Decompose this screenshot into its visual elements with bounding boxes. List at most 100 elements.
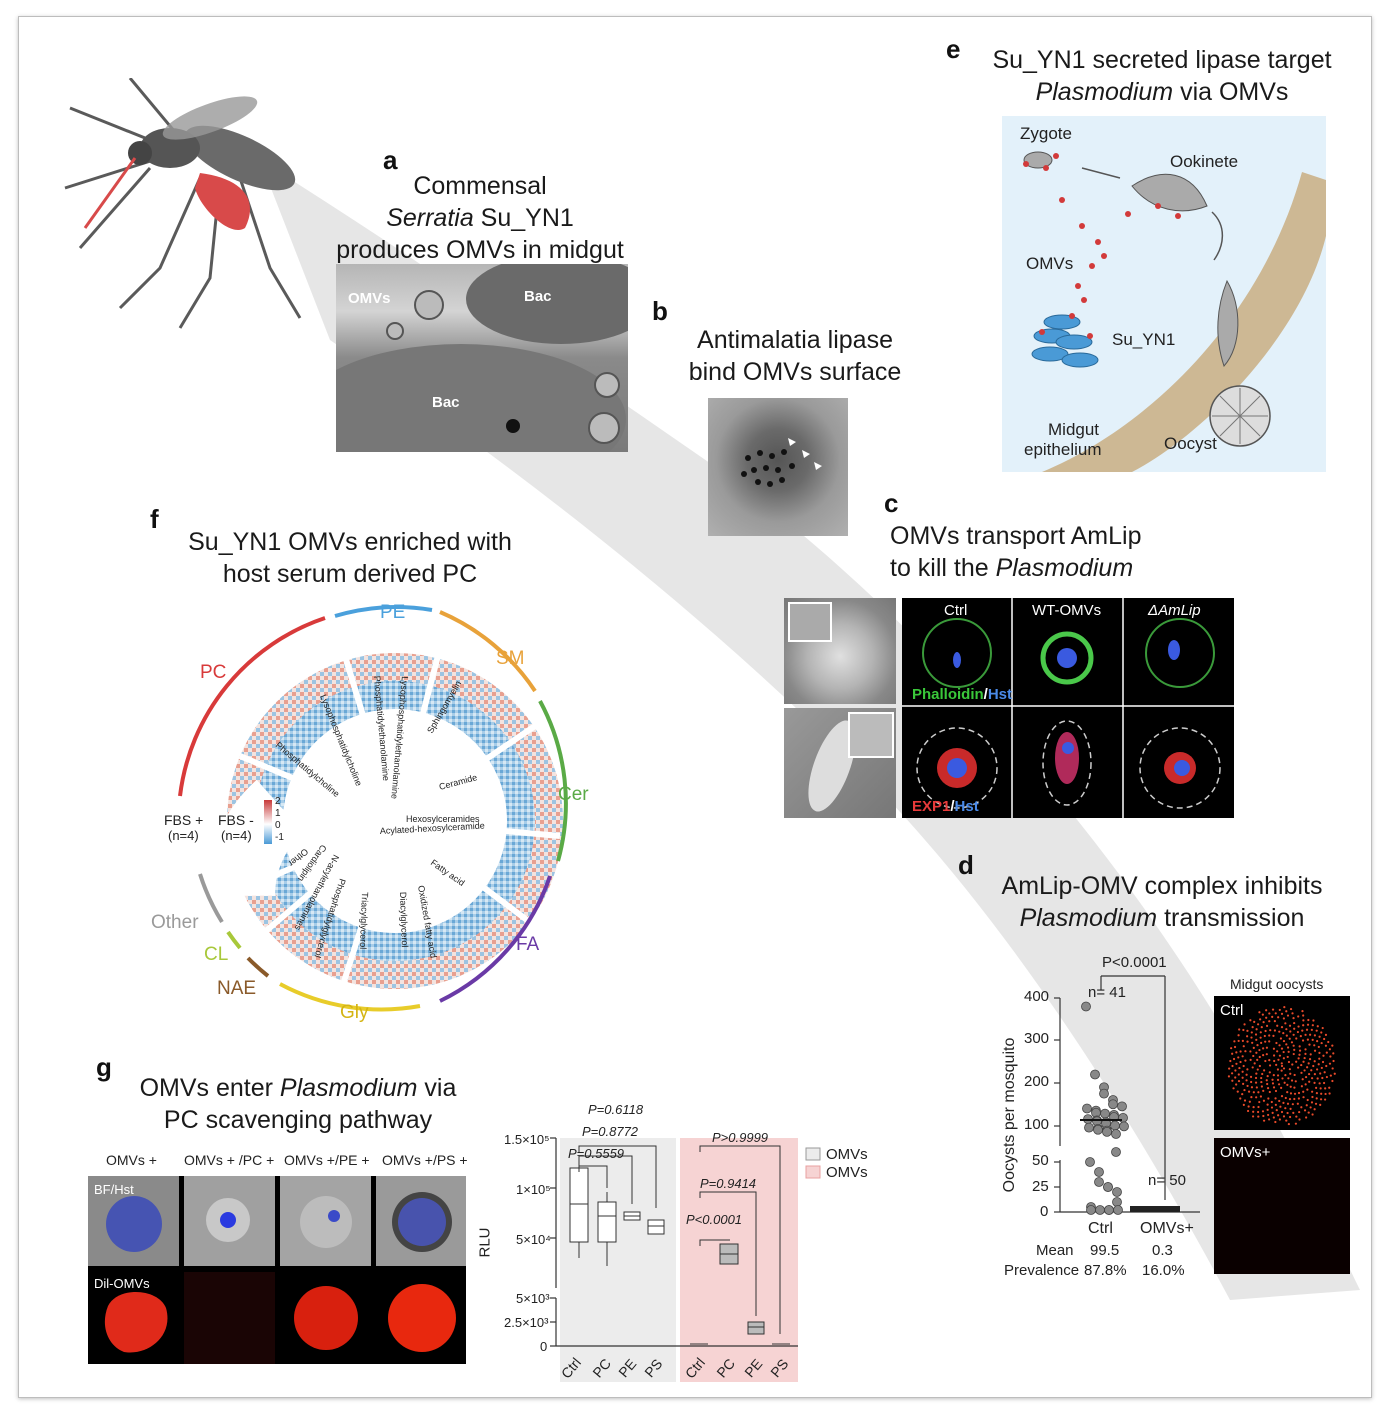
oocyst-speck (1298, 1118, 1301, 1121)
oocyst-speck (1267, 1097, 1270, 1100)
oocyst-speck (1293, 1073, 1296, 1077)
g-col-omvs-pe: OMVs +/PE + (284, 1152, 370, 1168)
ctrl-dot (1081, 1001, 1091, 1012)
oocyst-speck (1265, 1046, 1269, 1049)
class-label-cer: Cer (558, 784, 589, 805)
oocyst-speck (1285, 1010, 1288, 1013)
oocyst-speck (1252, 1046, 1255, 1050)
oocyst-speck (1263, 1069, 1266, 1072)
panel-g-title-pre: OMVs enter (139, 1074, 280, 1102)
oocyst-speck (1238, 1066, 1241, 1070)
oocyst-speck (1259, 1036, 1262, 1039)
label-omvs-e: OMVs (1026, 254, 1074, 273)
oocyst-speck (1290, 1079, 1294, 1082)
ctrl-dot (1095, 1205, 1105, 1215)
panel-b-title-line2: bind OMVs surface (688, 358, 902, 386)
oocyst-speck (1246, 1029, 1249, 1032)
oocyst-speck (1289, 1030, 1292, 1033)
oocyst-speck (1278, 1030, 1281, 1033)
oocyst-speck (1268, 1118, 1271, 1121)
oocyst-speck (1295, 1060, 1298, 1063)
oocyst-speck (1318, 1057, 1321, 1060)
oocyst-speck (1269, 1029, 1272, 1032)
g-legend-pink: OMVs (826, 1164, 868, 1181)
panel-a-title-line2: Serratia Su_YN1 (320, 202, 640, 234)
oocyst-speck (1305, 1028, 1309, 1031)
oocyst-speck (1278, 1008, 1281, 1012)
oocyst-speck (1274, 1089, 1278, 1093)
stain-sep-2: / (950, 798, 955, 815)
oocyst-speck (1280, 1069, 1283, 1072)
fluorescence-cells (902, 598, 1234, 818)
oocyst-speck (1262, 1053, 1265, 1057)
oocyst-speck (1312, 1019, 1315, 1022)
oocyst-speck (1260, 1085, 1263, 1088)
oocyst-speck (1262, 1119, 1266, 1122)
g-p-0.8772: P=0.8772 (582, 1124, 639, 1139)
label-oocyst: Oocyst (1164, 434, 1217, 453)
oocyst-speck (1242, 1045, 1245, 1048)
sem-image-1 (784, 598, 896, 704)
label-suyn1: Su_YN1 (1112, 330, 1176, 349)
oocyst-speck (1321, 1060, 1325, 1064)
legend-n-plus: (n=4) (168, 828, 199, 843)
panel-c-title-italic: Plasmodium (995, 554, 1134, 582)
oocyst-speck (1303, 1056, 1306, 1060)
oocyst-speck (1268, 1059, 1271, 1062)
ctrl-dot (1086, 1205, 1096, 1215)
oocyst-speck (1288, 1097, 1292, 1101)
oocyst-speck (1280, 1026, 1284, 1029)
oocyst-speck (1276, 1074, 1280, 1077)
legend-fbs-plus: FBS + (164, 812, 204, 828)
oocyst-speck (1288, 1115, 1292, 1119)
d-prevalence-label: Prevalence (1004, 1262, 1080, 1279)
oocyst-speck (1256, 1044, 1259, 1047)
d-ytick-25: 25 (1032, 1178, 1049, 1195)
g-ylabel: RLU (476, 1227, 494, 1258)
oocyst-speck (1265, 1016, 1268, 1019)
oocyst-speck (1234, 1069, 1237, 1072)
oocyst-speck (1286, 1091, 1289, 1094)
stain-exp1: EXP1 (912, 798, 951, 815)
oocyst-speck (1273, 1059, 1276, 1063)
omv-vesicle-4 (588, 412, 620, 444)
oocyst-speck (1253, 1020, 1256, 1023)
g-row-bf-hst: BF/Hst (94, 1182, 134, 1197)
oocyst-speck (1241, 1070, 1244, 1073)
oocyst-speck (1312, 1064, 1315, 1068)
oocyst-speck (1260, 1080, 1263, 1084)
oocyst-speck (1292, 1017, 1295, 1020)
oocyst-speck (1268, 1020, 1271, 1023)
oocyst-speck (1295, 1037, 1298, 1040)
oocyst-speck (1308, 1057, 1312, 1061)
oocyst-speck (1329, 1055, 1332, 1058)
g-col-omvs: OMVs + (106, 1152, 157, 1168)
oocyst-speck (1285, 1028, 1288, 1031)
oocyst-speck (1248, 1100, 1251, 1103)
oocyst-speck (1331, 1067, 1334, 1070)
oocyst-speck (1275, 1041, 1278, 1045)
oocyst-speck (1276, 1050, 1279, 1053)
oocyst-speck (1297, 1015, 1300, 1018)
oocyst-speck (1323, 1071, 1326, 1074)
oocyst-speck (1324, 1044, 1328, 1047)
label-midgut: Midgut (1048, 420, 1100, 439)
oocyst-speck (1317, 1045, 1320, 1049)
oocyst-speck (1265, 1024, 1269, 1028)
oocyst-speck (1283, 1006, 1286, 1009)
oocyst-speck (1290, 1041, 1294, 1044)
midgut-omv-image: OMVs+ (1214, 1138, 1350, 1274)
class-label-nae: NAE (217, 978, 257, 999)
ctrl-dot (1082, 1103, 1092, 1114)
oocyst-speck (1278, 1054, 1282, 1057)
oocyst-speck (1256, 1068, 1259, 1071)
circos-heatmap: Phosphatidylcholine Lysophosphatidylchol… (178, 605, 568, 1012)
oocyst-speck (1261, 1013, 1264, 1016)
omv-vesicle-3 (594, 372, 620, 398)
oocyst-speck (1319, 1087, 1322, 1090)
d-image-title: Midgut oocysts (1230, 976, 1324, 992)
ctrl-dot (1090, 1069, 1100, 1080)
oocyst-speck (1300, 1071, 1303, 1074)
oocyst-speck (1258, 1100, 1261, 1104)
omv-vesicle-1 (414, 290, 444, 320)
